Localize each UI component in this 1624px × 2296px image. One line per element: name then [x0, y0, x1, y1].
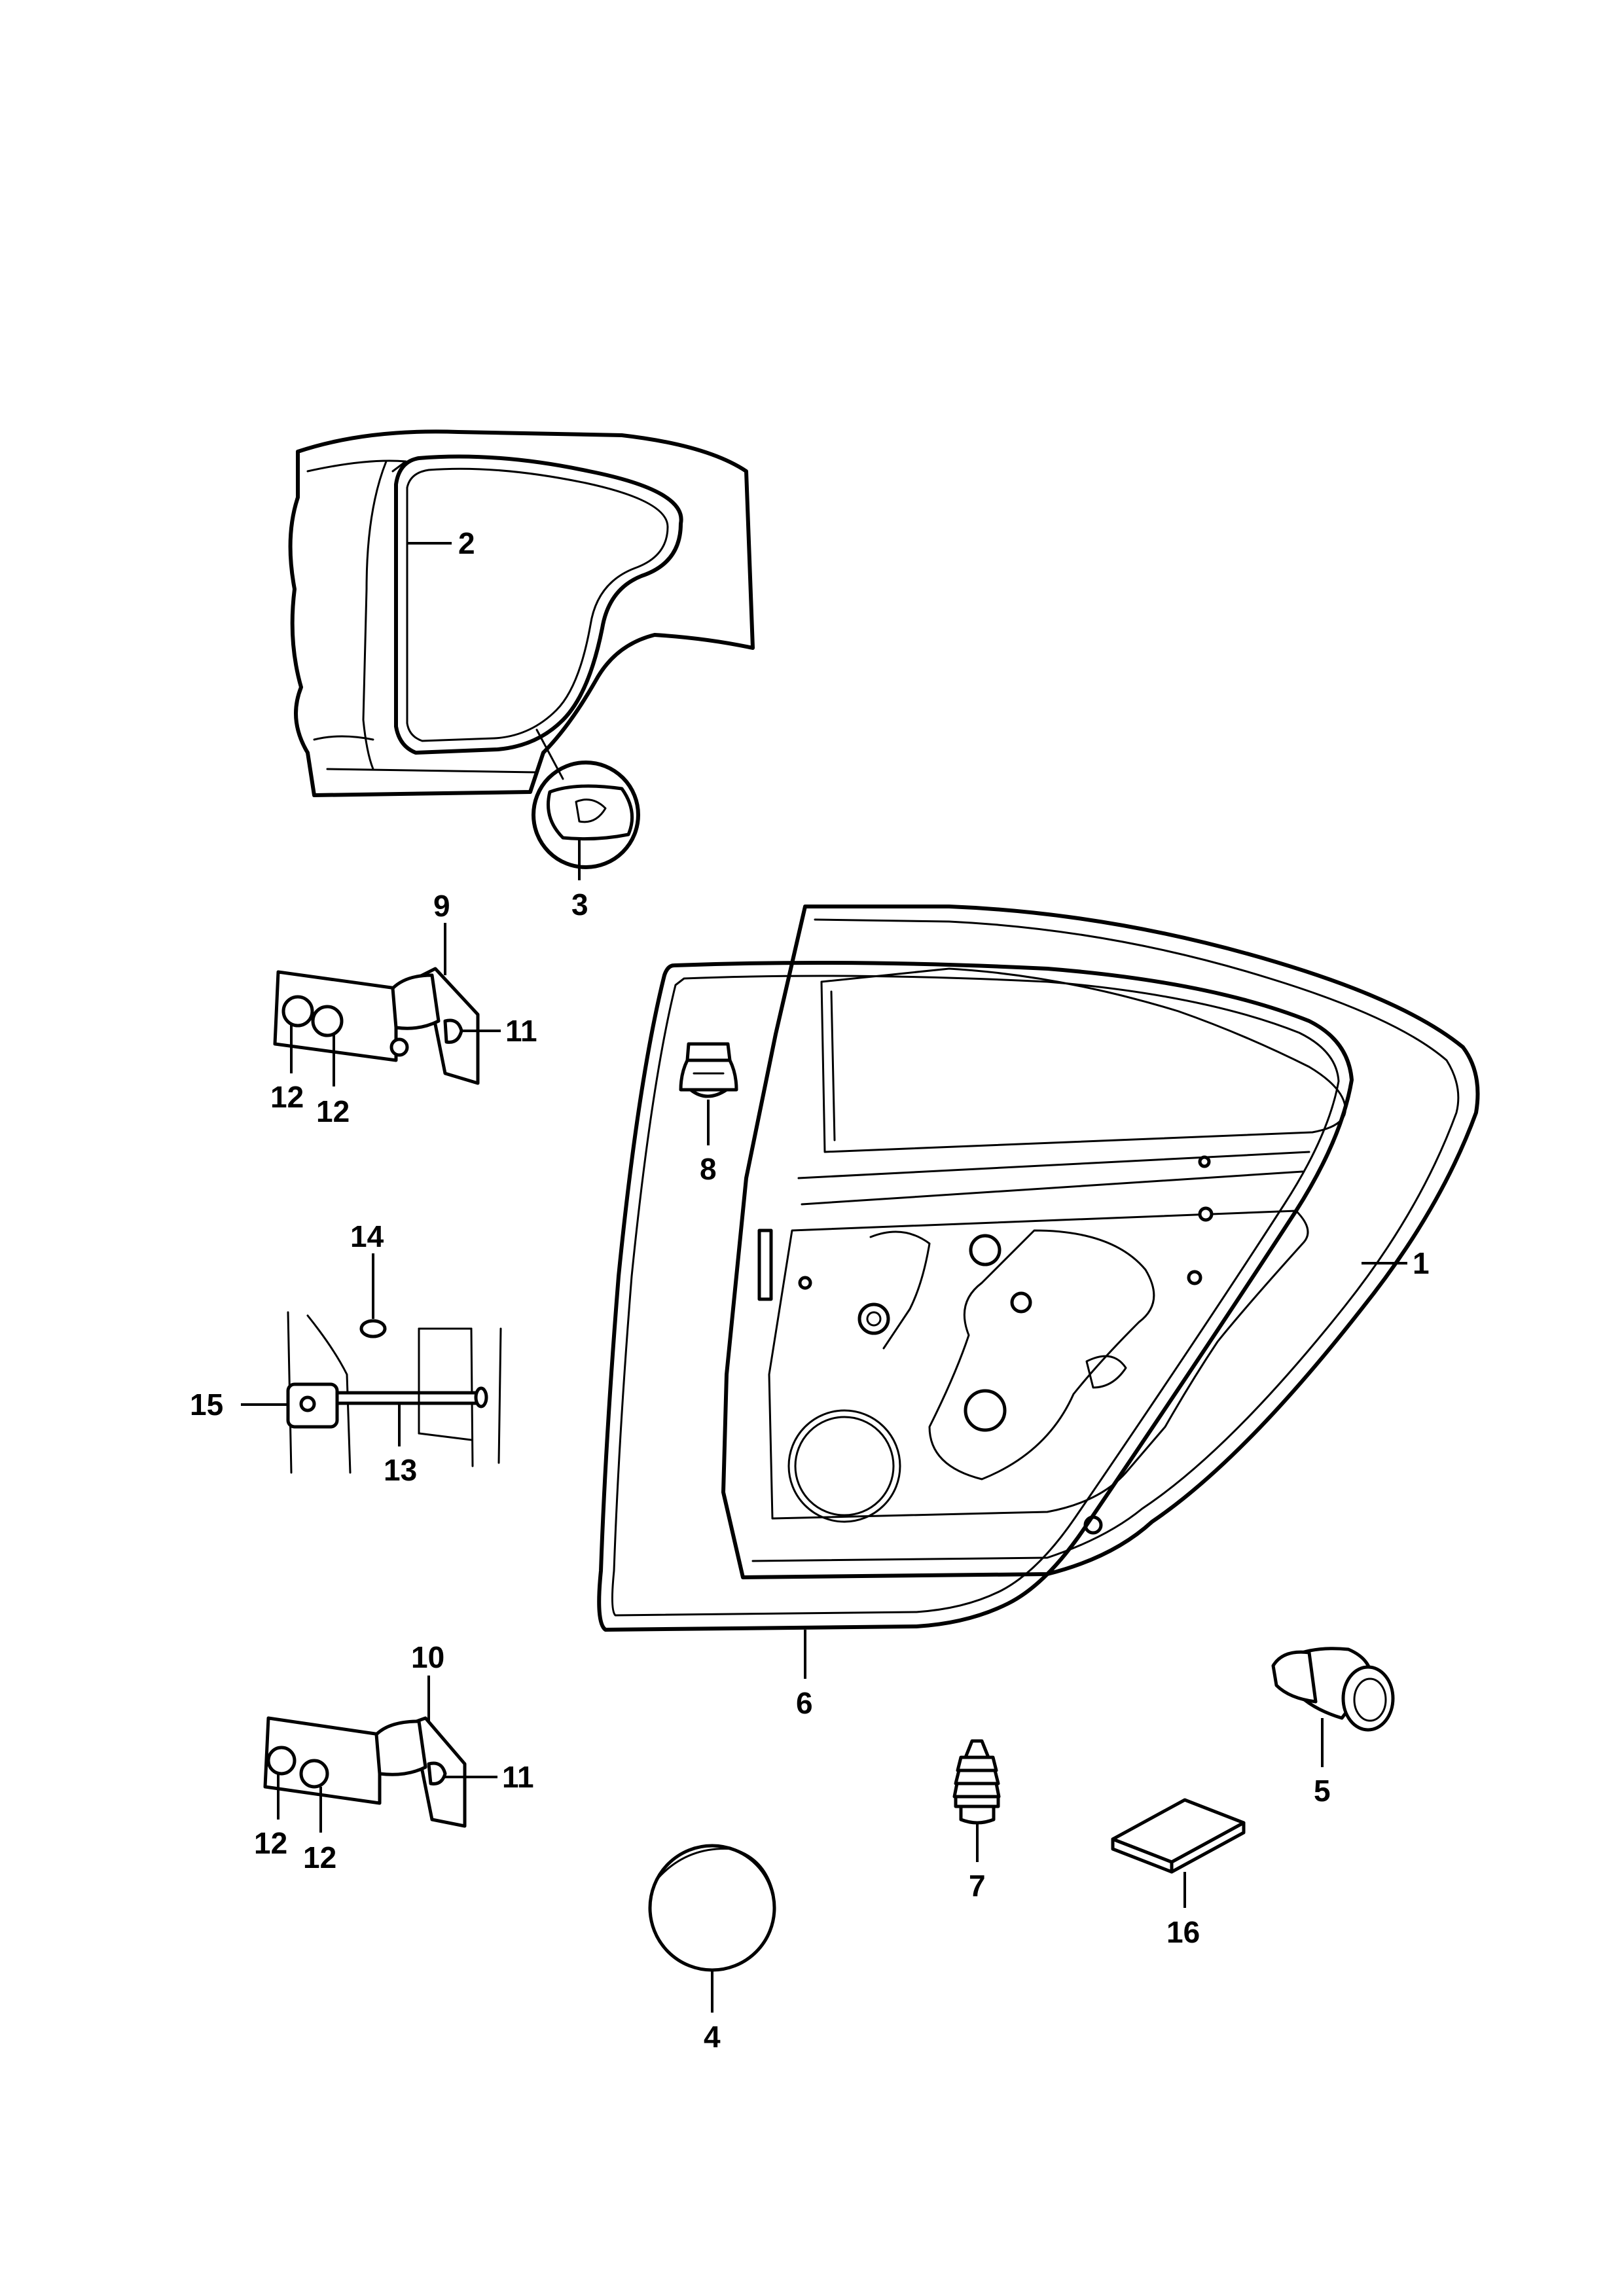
callout-12c: 12 [254, 1826, 287, 1860]
callout-4: 4 [704, 2020, 721, 2054]
callout-7: 7 [969, 1869, 986, 1903]
door-opening-seal [394, 454, 683, 755]
seal-clip-detail [532, 728, 640, 869]
callout-3: 3 [571, 888, 588, 922]
callout-12a: 12 [270, 1080, 304, 1114]
callout-2: 2 [458, 526, 475, 560]
callout-6: 6 [796, 1686, 813, 1720]
body-side-panel [288, 429, 755, 797]
door-seal [597, 961, 1354, 1632]
retainer-clip-8 [679, 1042, 738, 1098]
grommet-plug [1271, 1647, 1395, 1732]
callout-16: 16 [1166, 1915, 1200, 1949]
round-cap [648, 1844, 776, 1972]
push-pin-7 [952, 1739, 1001, 1825]
door-check-strap [286, 1311, 502, 1474]
callout-11b: 11 [502, 1760, 534, 1794]
callout-12d: 12 [303, 1840, 336, 1874]
callout-8: 8 [700, 1152, 717, 1186]
callout-9: 9 [433, 889, 450, 923]
upper-door-hinge [273, 967, 480, 1085]
callout-5: 5 [1314, 1774, 1331, 1808]
callout-10: 10 [411, 1640, 444, 1674]
callout-14: 14 [350, 1219, 384, 1253]
callout-1: 1 [1413, 1246, 1430, 1280]
callout-13: 13 [384, 1453, 417, 1487]
lower-door-hinge [263, 1716, 467, 1828]
callout-11a: 11 [505, 1014, 537, 1048]
rear-door-shell [721, 905, 1480, 1579]
callout-15: 15 [190, 1388, 223, 1422]
adhesive-pad [1111, 1798, 1246, 1874]
callout-12b: 12 [316, 1094, 350, 1128]
